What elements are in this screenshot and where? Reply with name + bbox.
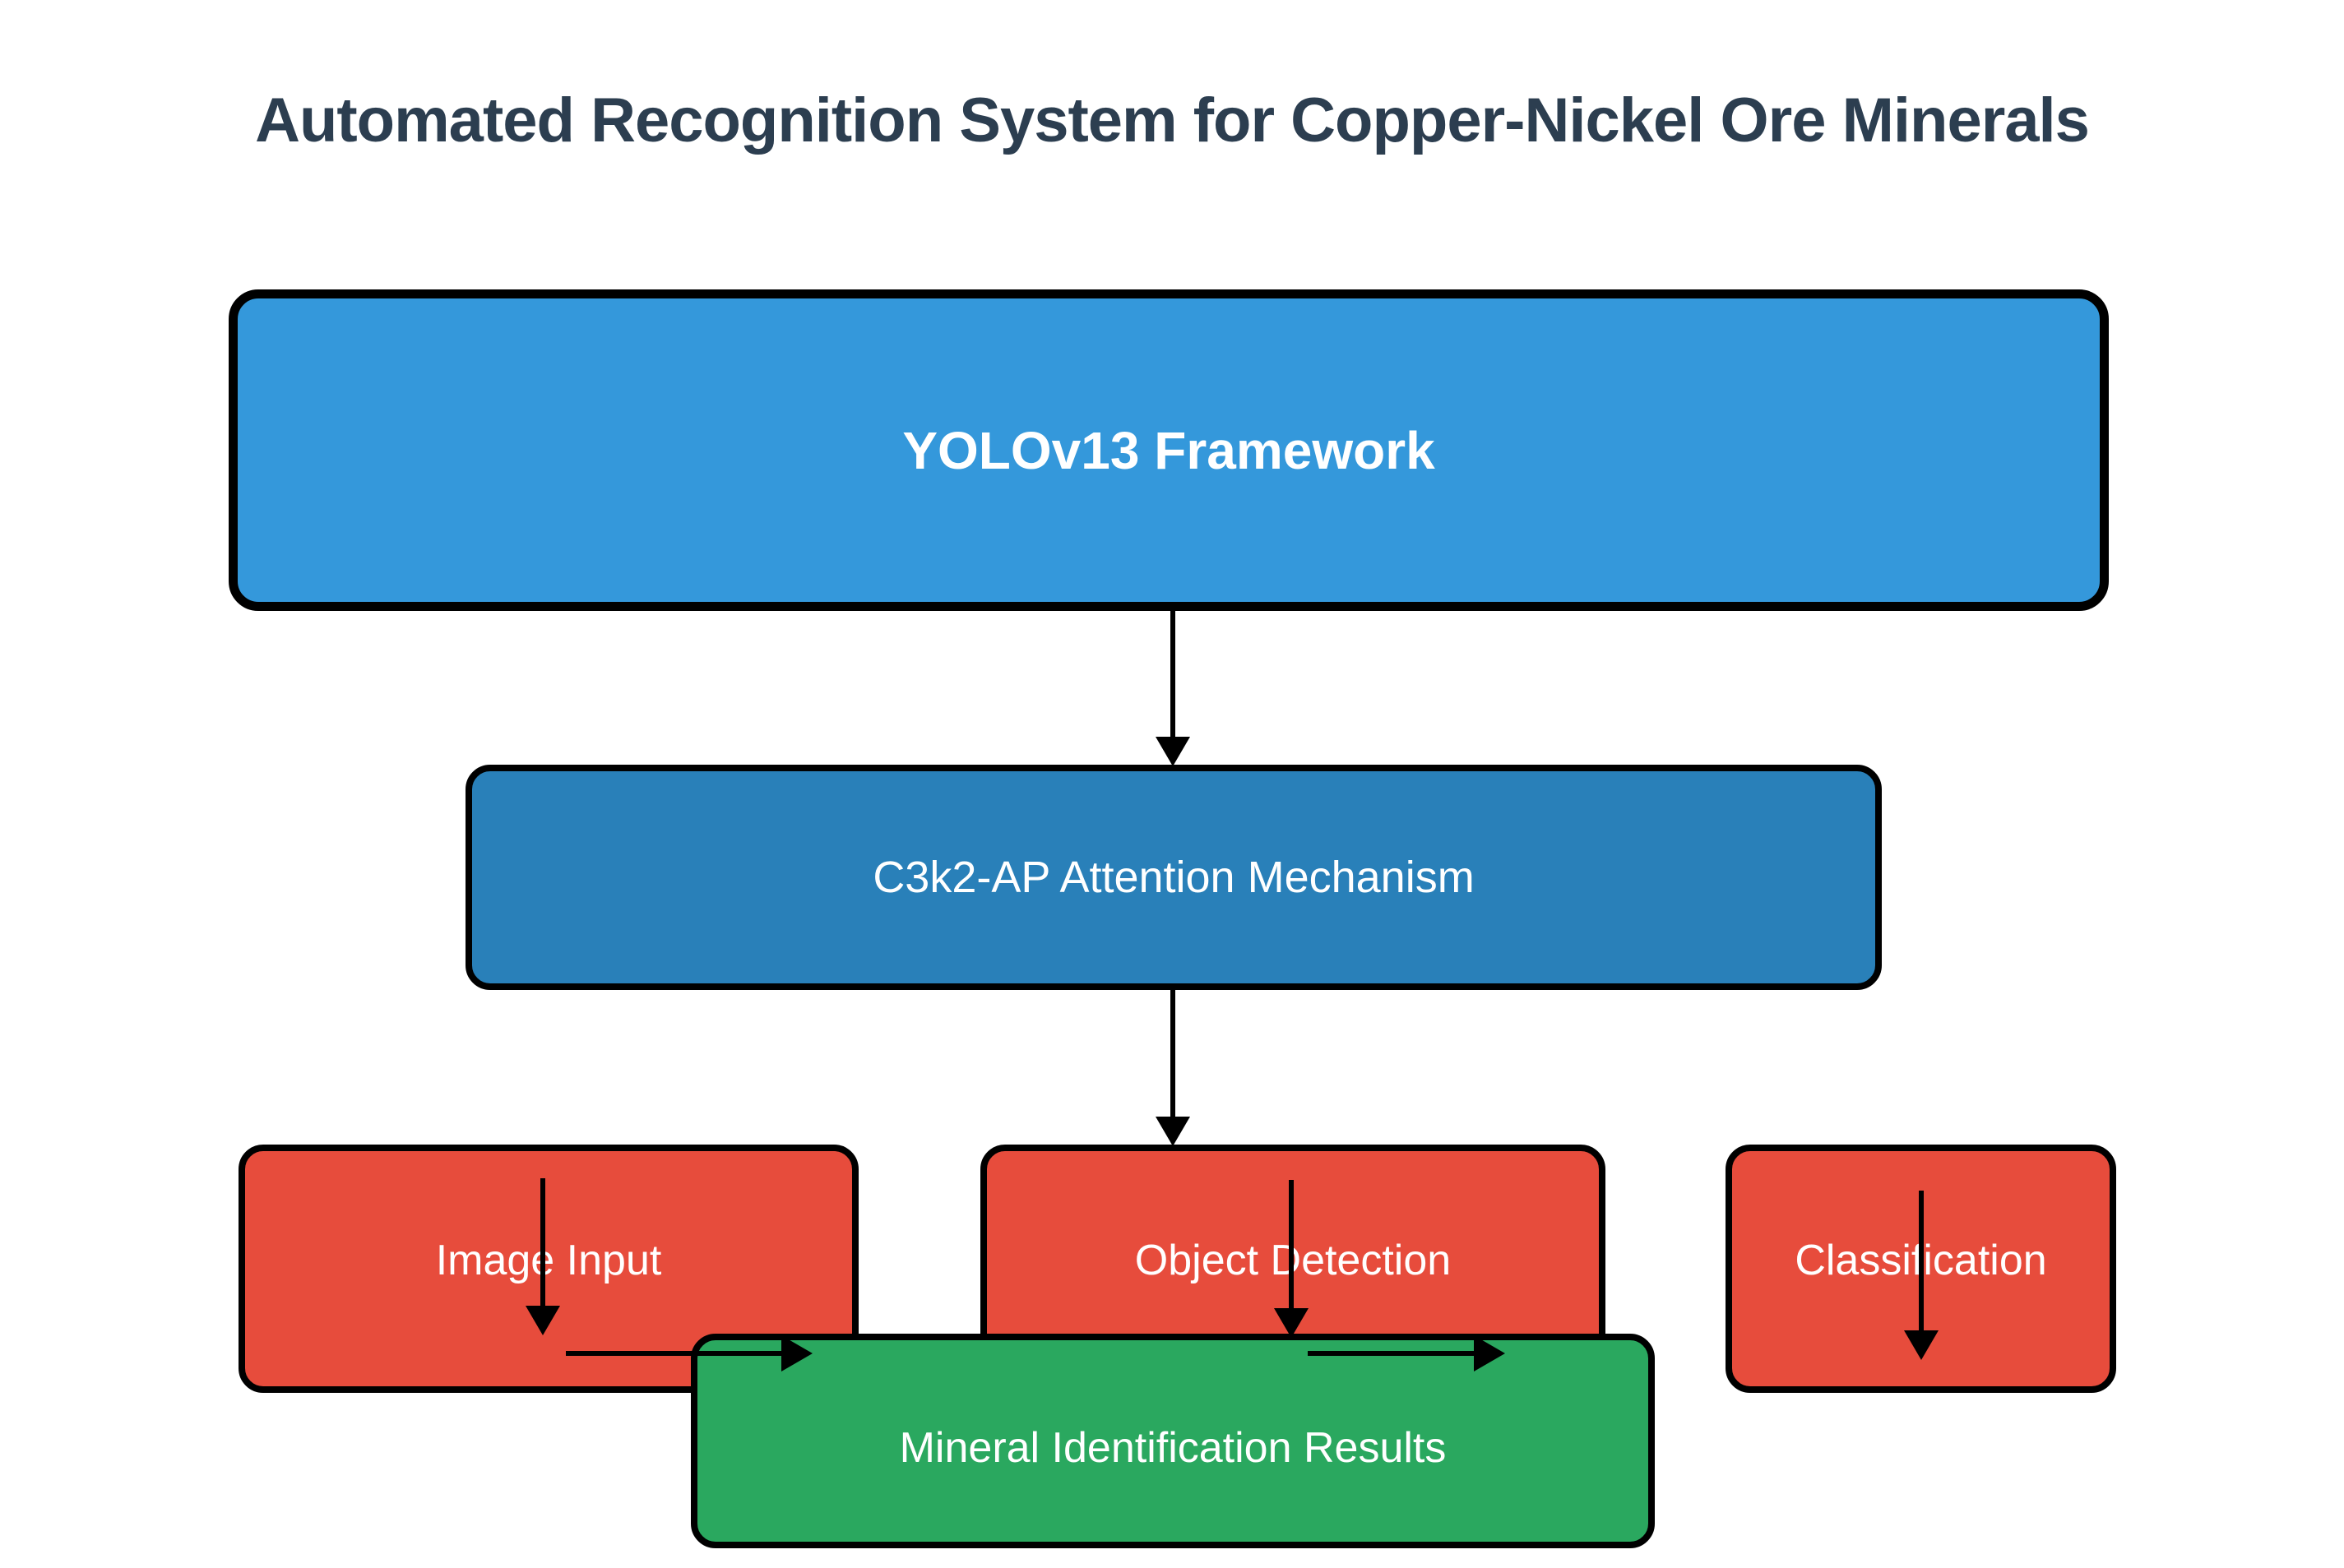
arrow-shaft — [540, 1178, 545, 1307]
arrow-shaft — [1289, 1180, 1294, 1310]
node-image-input: Image Input — [239, 1145, 859, 1393]
node-mineral-results-label: Mineral Identification Results — [899, 1423, 1447, 1472]
node-attention-mechanism: C3k2-AP Attention Mechanism — [466, 765, 1882, 990]
page-title-text: Automated Recognition System for Copper-… — [255, 85, 2090, 155]
arrow-image-input-down — [523, 1178, 563, 1335]
arrow-image-input-to-results — [566, 1335, 813, 1371]
arrowhead-down-icon — [1904, 1330, 1939, 1360]
arrow-shaft — [1308, 1351, 1479, 1356]
arrow-classification-down — [1902, 1191, 1941, 1360]
node-image-input-label: Image Input — [435, 1237, 662, 1284]
arrow-shaft — [1170, 990, 1175, 1118]
page-title: Automated Recognition System for Copper-… — [0, 82, 2344, 158]
node-mineral-results: Mineral Identification Results — [691, 1334, 1655, 1548]
arrowhead-down-icon — [1274, 1308, 1309, 1338]
arrowhead-right-icon — [781, 1335, 813, 1371]
arrow-object-detection-down — [1272, 1180, 1311, 1338]
arrowhead-down-icon — [1156, 1117, 1190, 1146]
arrow-attention-to-object-detection — [1153, 990, 1193, 1146]
arrow-object-detection-to-results — [1308, 1335, 1505, 1371]
arrowhead-down-icon — [1156, 737, 1190, 766]
node-yolov13-framework: YOLOv13 Framework — [229, 289, 2109, 611]
node-yolov13-framework-label: YOLOv13 Framework — [902, 420, 1435, 480]
arrow-shaft — [1919, 1191, 1924, 1332]
arrow-shaft — [566, 1351, 786, 1356]
arrow-shaft — [1170, 611, 1175, 738]
node-attention-mechanism-label: C3k2-AP Attention Mechanism — [873, 853, 1475, 902]
arrow-framework-to-attention — [1153, 611, 1193, 766]
arrowhead-right-icon — [1474, 1335, 1505, 1371]
arrowhead-down-icon — [526, 1306, 560, 1335]
